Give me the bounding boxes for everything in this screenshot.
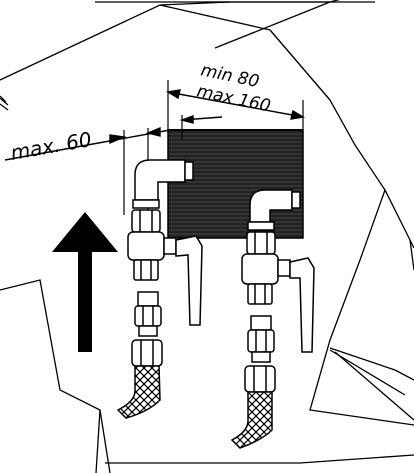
braided-hose-left [116,365,161,419]
up-arrow-icon [52,212,118,352]
radiator-body [167,129,304,239]
left-valve-assembly [127,159,203,367]
braided-hose-right [230,391,273,449]
right-valve-assembly [241,189,315,393]
dimension-min-max [166,80,305,140]
label-max-60: max. 60 [9,127,94,165]
corner-marks [0,95,9,111]
